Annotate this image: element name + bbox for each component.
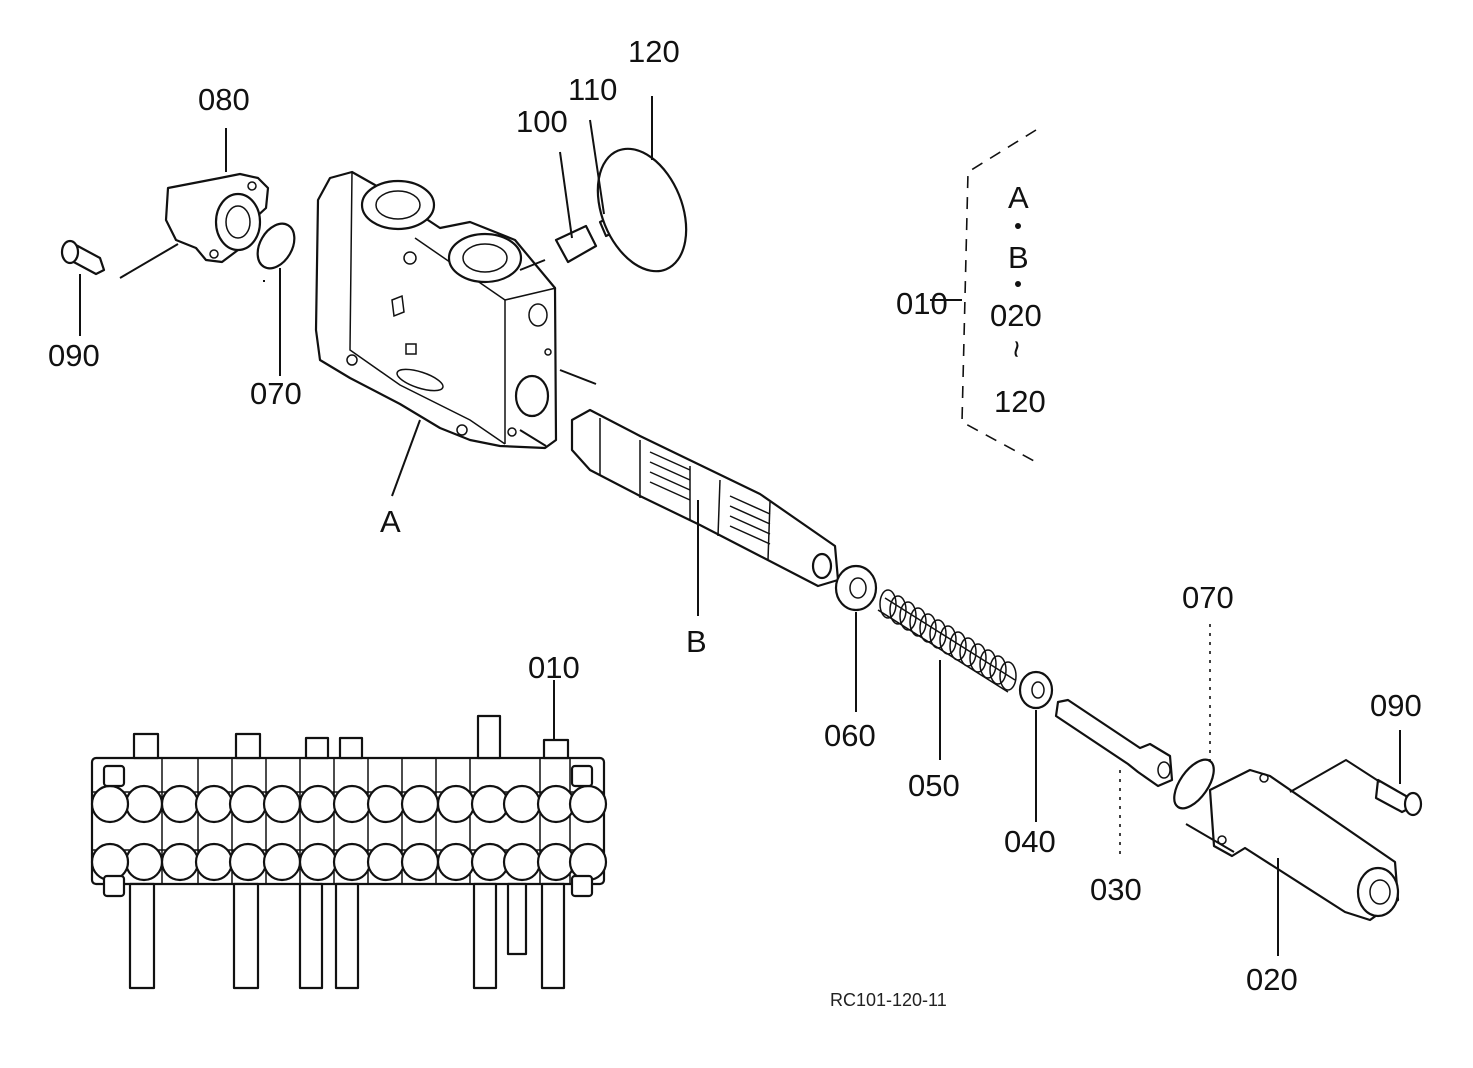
part-090-bolt-left <box>60 239 106 276</box>
label-B: B <box>686 624 707 659</box>
figure-code: RC101-120-11 <box>830 990 947 1010</box>
valve-body-A <box>314 170 558 450</box>
label-080: 080 <box>198 82 250 117</box>
bracket-line-B: B <box>1008 240 1029 275</box>
bracket-line-tilde: ~ <box>999 340 1034 358</box>
label-020: 020 <box>1246 962 1298 997</box>
leader-lines <box>79 96 1401 956</box>
part-labels: 080 090 070 100 110 120 A B 060 050 040 … <box>48 34 1422 997</box>
bracket-line-120: 120 <box>994 384 1046 419</box>
label-070-left: 070 <box>250 376 302 411</box>
part-090-bolt-right <box>1374 778 1423 817</box>
part-040-seat <box>1018 670 1054 710</box>
spool-assembly-B <box>570 408 840 588</box>
label-120: 120 <box>628 34 680 69</box>
label-010-bottom: 010 <box>528 650 580 685</box>
label-A: A <box>380 504 401 539</box>
bracket-line-A: A <box>1008 180 1029 215</box>
part-070-oring-left <box>256 222 296 270</box>
label-090-right: 090 <box>1370 688 1422 723</box>
bracket-dot-2 <box>1015 281 1021 287</box>
part-080-cap <box>164 172 270 264</box>
label-040: 040 <box>1004 824 1056 859</box>
label-100: 100 <box>516 104 568 139</box>
part-030-stopper <box>1054 698 1174 788</box>
label-050: 050 <box>908 768 960 803</box>
label-070-right: 070 <box>1182 580 1234 615</box>
label-110: 110 <box>568 72 617 107</box>
bracket-dot-1 <box>1015 223 1021 229</box>
part-050-spring <box>877 589 1017 693</box>
part-020-cap <box>1208 768 1400 922</box>
label-010-top: 010 <box>896 286 948 321</box>
control-valve-overview <box>90 714 608 990</box>
label-060: 060 <box>824 718 876 753</box>
label-030: 030 <box>1090 872 1142 907</box>
part-100-plug <box>554 224 598 264</box>
label-090-left: 090 <box>48 338 100 373</box>
bracket-contents: A B 020 ~ 120 <box>990 180 1046 419</box>
part-060-seat <box>834 564 878 612</box>
part-120-oring <box>596 147 688 273</box>
bracket-line-020: 020 <box>990 298 1042 333</box>
